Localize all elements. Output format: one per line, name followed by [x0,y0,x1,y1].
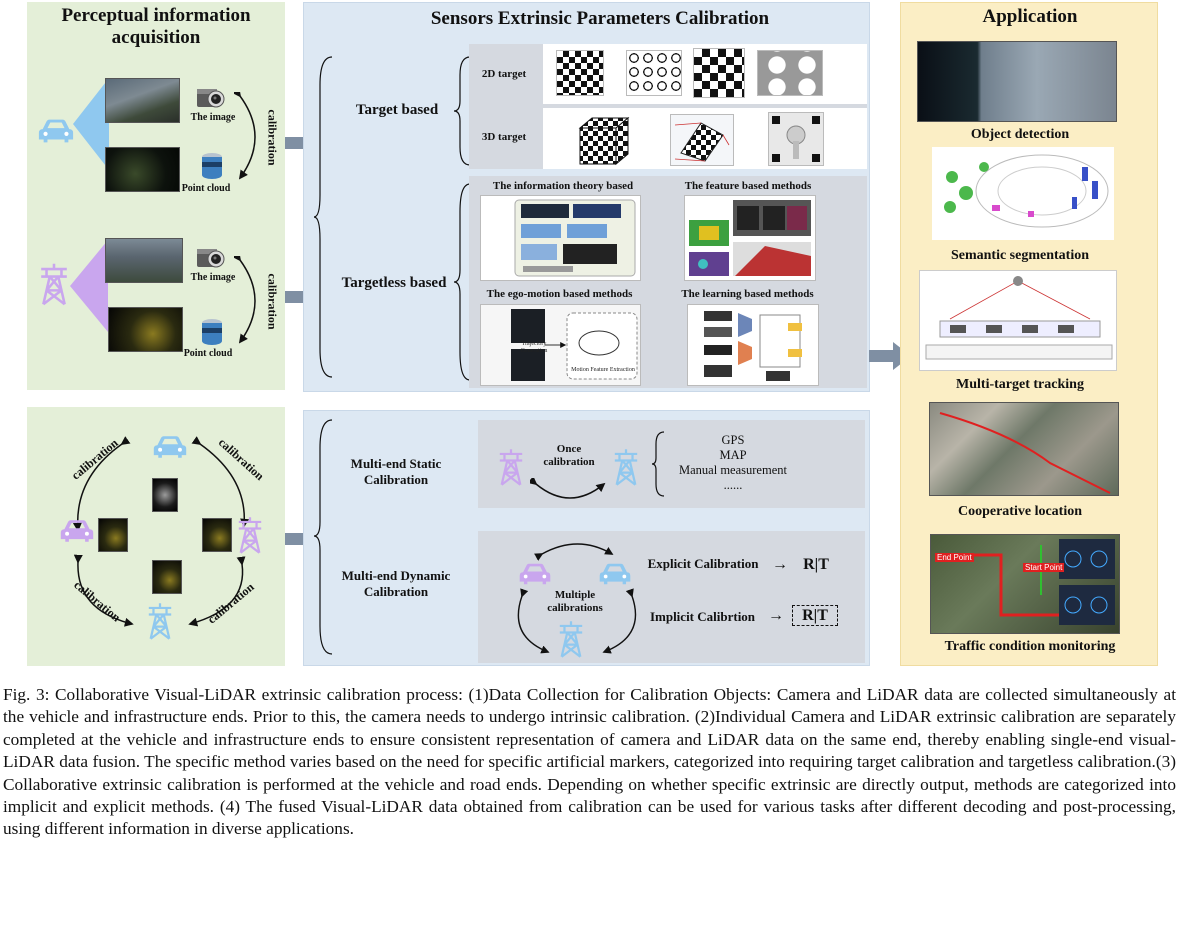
implicit-calibration-label: Implicit Calibrtion [649,609,756,624]
info-theory-figure [480,195,641,281]
multi-end-brace [313,419,333,655]
method-map: MAP [719,448,747,462]
tower-icon [236,516,264,554]
static-calibration-label: Multi-end Static Calibration [350,456,442,487]
feature-based-figure [684,195,816,281]
checkerboard-target [556,50,604,96]
calibration-label-1: calibration [265,109,280,166]
multiple-arrows [517,543,637,654]
main-brace [313,56,333,378]
lidar-icon [200,152,224,180]
the-image-label-2: The image [190,272,236,283]
method-gps: GPS [721,433,745,447]
learning-based-figure [687,304,819,386]
calibration-arrow-2 [234,256,256,344]
target-brace [453,56,471,166]
data-thumb [202,518,232,552]
explicit-calibration-label: Explicit Calibration [647,556,759,571]
traffic-monitoring-image: End Point Start Point [930,534,1120,634]
data-thumb [98,518,128,552]
data-thumb [152,478,178,512]
board-3d-target [670,114,734,166]
point-cloud-label-1: Point cloud [181,183,231,194]
end-point-tag: End Point [935,553,974,562]
lidar-icon [200,318,224,346]
calibration-cycle [72,436,250,627]
info-theory-label: The information theory based [492,180,634,192]
sphere-target [768,112,824,166]
car-icon [152,434,188,460]
calibration-title: Sensors Extrinsic Parameters Calibration [430,8,770,29]
tower-icon [146,602,174,640]
learning-based-label: The learning based methods [681,288,814,300]
dynamic-calibration-label: Multi-end Dynamic Calibration [341,568,451,599]
rt-output: R|T [803,556,829,573]
feature-based-label: The feature based methods [684,180,812,192]
infra-point-cloud [108,307,183,352]
the-image-label-1: The image [190,112,236,123]
perception-title: Perceptual information acquisition [61,5,251,48]
explicit-arrow: → [772,556,788,573]
application-label: Cooperative location [957,504,1083,519]
application-label: Semantic segmentation [950,248,1090,263]
target-3d-label: 3D target [481,131,527,143]
calibration-arrow-1 [234,92,256,180]
checker-cube-target [578,116,630,166]
car-icon [37,118,75,144]
vehicle-point-cloud [105,147,180,192]
object-detection-image [917,41,1117,122]
targetless-brace [453,183,471,381]
target-2d-label: 2D target [481,68,527,80]
application-label: Object detection [970,127,1070,142]
static-box [478,420,865,508]
method-list: GPS MAP Manual measurement ...... [668,433,798,493]
tower-icon [38,262,70,306]
motion-feature-text: Motion Feature Extraction [571,367,635,373]
target-based-label: Target based [355,102,439,118]
infra-camera-image [105,238,183,283]
once-calibration-label: Once calibration [543,443,595,469]
method-manual: Manual measurement [679,463,787,477]
application-label: Multi-target tracking [956,377,1084,392]
trajectory-generation-text: Trajectory Generation [520,341,548,354]
figure-caption: Fig. 3: Collaborative Visual-LiDAR extri… [3,685,1176,839]
calibration-label-2: calibration [265,273,280,330]
car-icon [59,518,95,544]
camera-icon [196,246,226,270]
aruco-target [693,48,745,98]
camera-icon [196,86,226,110]
ego-motion-figure: Trajectory Generation Motion Feature Ext… [480,304,641,386]
hole-board-target [757,50,823,96]
implicit-arrow: → [768,607,784,624]
tower-icon [612,448,640,486]
circle-grid-target [626,50,682,96]
vehicle-camera-image [105,78,180,123]
point-cloud-label-2: Point cloud [183,348,233,359]
data-thumb [152,560,182,594]
method-more: ...... [723,478,743,492]
semantic-segmentation-image [932,147,1114,240]
multiple-calibrations-label: Multiple calibrations [547,589,603,615]
once-arrow [530,478,606,499]
cooperative-location-image [929,402,1119,496]
targetless-based-label: Targetless based [341,275,447,291]
tower-icon [497,448,525,486]
start-point-tag: Start Point [1023,563,1065,572]
methods-brace [651,431,665,497]
multi-target-tracking-image [919,270,1117,371]
ego-motion-label: The ego-motion based methods [486,288,633,300]
application-label: Traffic condition monitoring [944,639,1116,654]
application-title: Application [982,6,1078,27]
rt-dashed-output: R|T [792,605,838,627]
